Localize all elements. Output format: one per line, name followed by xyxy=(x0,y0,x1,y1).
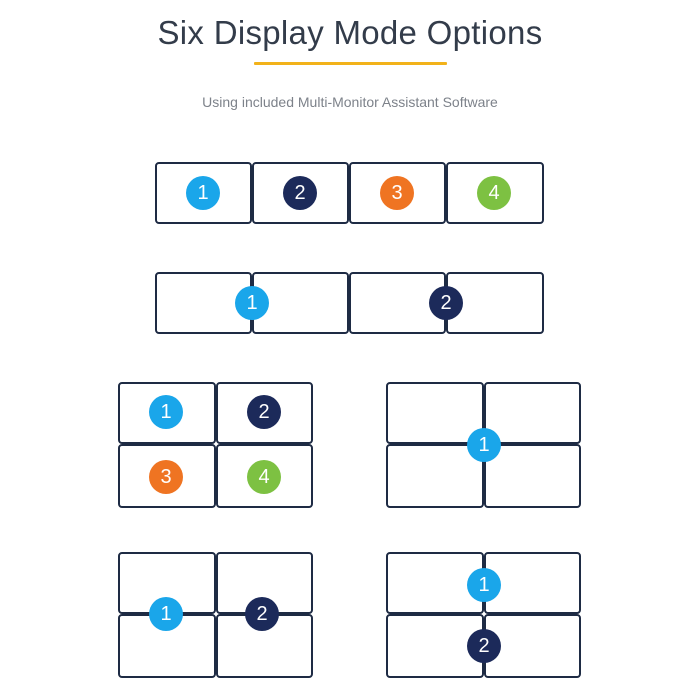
display-1-badge: 1 xyxy=(186,176,220,210)
monitor xyxy=(386,444,484,508)
monitor xyxy=(446,272,544,334)
display-4-badge: 4 xyxy=(247,460,281,494)
display-2-badge: 2 xyxy=(245,597,279,631)
monitor xyxy=(118,552,216,614)
monitor xyxy=(484,444,581,508)
monitor xyxy=(386,382,484,444)
page-subtitle: Using included Multi-Monitor Assistant S… xyxy=(202,94,498,110)
display-1-badge: 1 xyxy=(467,568,501,602)
display-2-badge: 2 xyxy=(467,629,501,663)
display-2-badge: 2 xyxy=(283,176,317,210)
title-underline xyxy=(254,62,447,65)
display-1-badge: 1 xyxy=(235,286,269,320)
display-2-badge: 2 xyxy=(247,395,281,429)
display-2-badge: 2 xyxy=(429,286,463,320)
display-1-badge: 1 xyxy=(467,428,501,462)
display-1-badge: 1 xyxy=(149,395,183,429)
display-1-badge: 1 xyxy=(149,597,183,631)
page-title: Six Display Mode Options xyxy=(157,14,543,51)
monitor xyxy=(484,382,581,444)
display-3-badge: 3 xyxy=(149,460,183,494)
display-4-badge: 4 xyxy=(477,176,511,210)
display-3-badge: 3 xyxy=(380,176,414,210)
monitor xyxy=(155,162,252,224)
